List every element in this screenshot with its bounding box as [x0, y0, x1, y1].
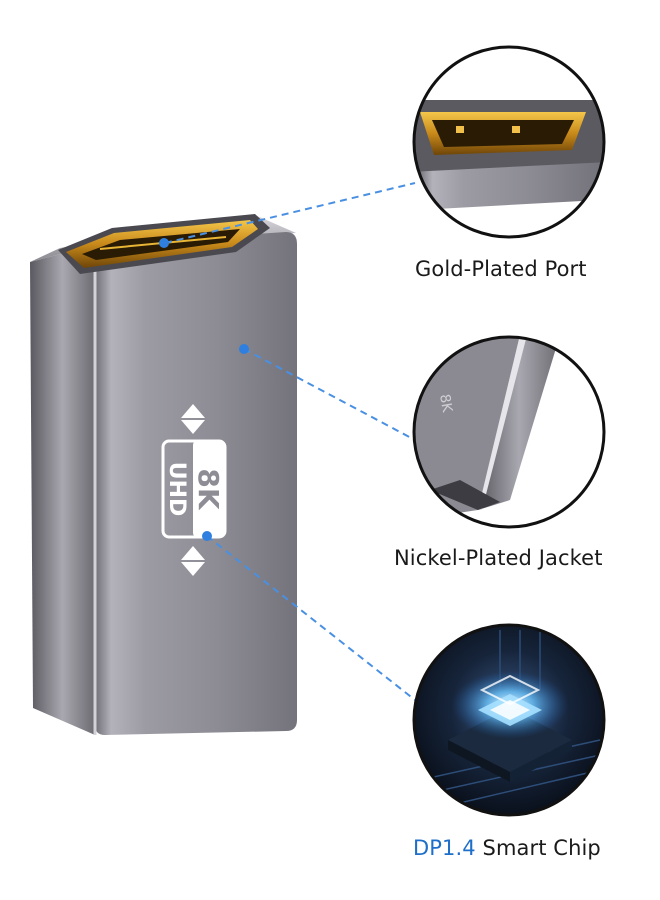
- callout-label-chip: DP1.4 Smart Chip: [413, 836, 601, 860]
- leader-lines: [164, 182, 416, 701]
- badge-subtitle: UHD: [164, 462, 189, 517]
- callout-label-port: Gold-Plated Port: [415, 257, 587, 281]
- detail-circle-chip: [412, 623, 606, 817]
- detail-circle-jacket: 8K: [412, 335, 606, 529]
- callout-label-chip-rest: Smart Chip: [475, 836, 601, 860]
- callout-label-chip-highlight: DP1.4: [413, 836, 476, 860]
- leader-dot-jacket: [239, 344, 249, 354]
- leader-dot-chip: [202, 531, 212, 541]
- adapter-body: [30, 214, 297, 735]
- leader-dot-port: [159, 238, 169, 248]
- badge-resolution: 8K: [192, 468, 225, 510]
- svg-text:8K: 8K: [436, 393, 455, 414]
- callout-label-jacket: Nickel-Plated Jacket: [394, 546, 603, 570]
- detail-circle-port: [412, 45, 606, 239]
